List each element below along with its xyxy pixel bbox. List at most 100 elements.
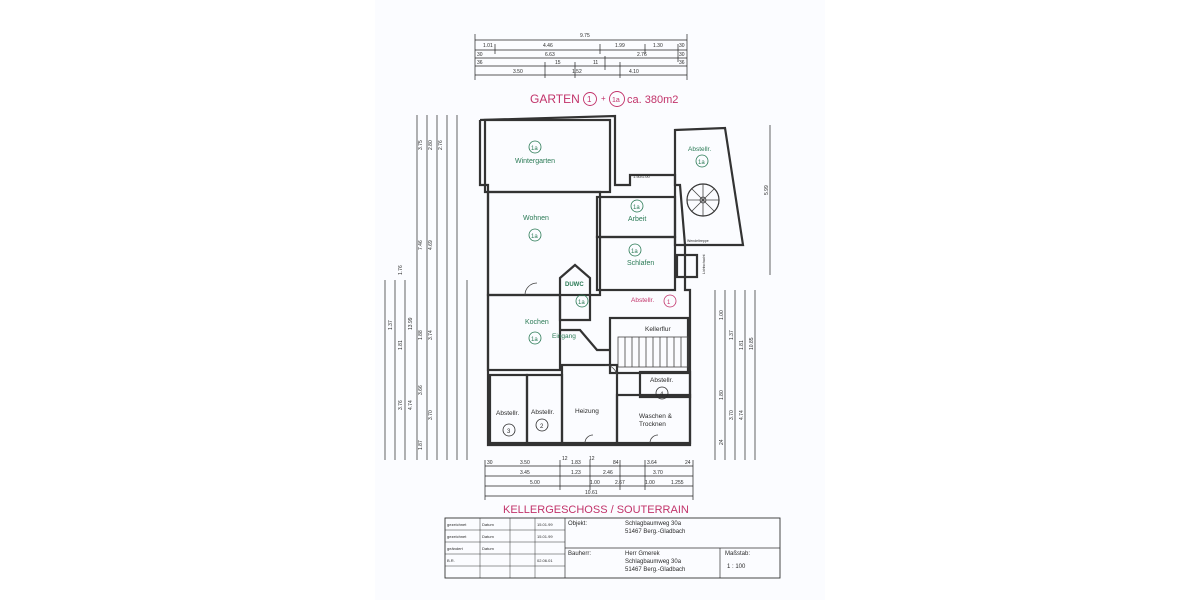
svg-text:3.70: 3.70	[653, 470, 663, 476]
svg-text:1.00: 1.00	[590, 480, 600, 486]
svg-text:24: 24	[719, 439, 725, 445]
svg-text:4.74: 4.74	[739, 410, 745, 420]
room-unit: 1a	[531, 146, 538, 152]
svg-text:gezeichnet: gezeichnet	[447, 534, 467, 539]
room-name: Trocknen	[639, 421, 666, 428]
scale-label: Maßstab:	[725, 551, 750, 557]
room-name: Waschen &	[639, 413, 673, 420]
room-name: Wohnen	[523, 215, 549, 222]
svg-text:1.76: 1.76	[398, 265, 404, 275]
svg-text:4.69: 4.69	[428, 240, 434, 250]
svg-text:1.00: 1.00	[645, 480, 655, 486]
drawing-title: KELLERGESCHOSS / SOUTERRAIN	[503, 504, 689, 516]
room-name: Abstellr.	[496, 410, 519, 417]
floor-plan-walls	[478, 114, 745, 447]
svg-text:2.80: 2.80	[428, 140, 434, 150]
drawing-sheet	[375, 0, 825, 600]
svg-text:3.75: 3.75	[418, 140, 424, 150]
svg-text:3.50: 3.50	[520, 460, 530, 466]
bottom-dimension-chains: 30 3.50 12 1.83 12 84 3.64 24 3.45 1.23 …	[484, 456, 694, 500]
svg-text:3.70: 3.70	[428, 410, 434, 420]
room-name: Kochen	[525, 319, 549, 326]
room-name: Wintergarten	[515, 158, 555, 165]
objekt-line: Schlagbaumweg 30a	[625, 521, 682, 527]
dim-top: 4.46	[543, 43, 553, 49]
svg-text:1.255: 1.255	[671, 480, 684, 486]
left-dimension-chains: 3.75 2.80 2.76 7.46 4.69 13.99 1.88 3.74…	[384, 115, 468, 460]
dim-top: 36	[477, 60, 483, 66]
door-dimension: 1.50/1.00	[633, 174, 650, 179]
svg-text:B.R.: B.R.	[447, 558, 455, 563]
room-unit: 2	[540, 424, 544, 430]
bauherr-line: Herr Gmerek	[625, 551, 661, 557]
room-name: Abstellr.	[631, 297, 654, 304]
scale-value: 1 : 100	[727, 564, 746, 570]
svg-text:2.46: 2.46	[603, 470, 613, 476]
room-name: DUWC	[565, 282, 584, 288]
svg-text:13.99: 13.99	[408, 317, 414, 330]
svg-text:1.83: 1.83	[571, 460, 581, 466]
svg-text:1.23: 1.23	[571, 470, 581, 476]
bauherr-line: Schlagbaumweg 30a	[625, 559, 682, 565]
bauherr-line: 51467 Berg.-Gladbach	[625, 567, 685, 573]
dim-top: 1.30	[653, 43, 663, 49]
dim-right-outer: 5.99	[764, 185, 770, 195]
dim-top: 11	[593, 60, 598, 66]
svg-text:1.80: 1.80	[719, 390, 725, 400]
room-unit: 1a	[631, 249, 638, 255]
dim-top: 1.01	[483, 43, 493, 49]
svg-text:gezeichnet: gezeichnet	[447, 522, 467, 527]
svg-text:GARTEN: GARTEN	[530, 92, 580, 106]
svg-text:1.88: 1.88	[418, 330, 424, 340]
svg-text:30: 30	[487, 460, 493, 466]
dim-top: 36	[679, 60, 685, 66]
svg-text:15.01.99: 15.01.99	[537, 522, 553, 527]
svg-text:5.00: 5.00	[530, 480, 540, 486]
dim-top: 2.76	[637, 52, 647, 58]
room-unit: 1a	[531, 337, 538, 343]
room-name: Heizung	[575, 408, 599, 415]
svg-text:15.01.99: 15.01.99	[537, 534, 553, 539]
top-dimension-chains: 9.75 1.01 4.46 1.99 1.30 30 30 6.63 2.76…	[474, 33, 688, 80]
svg-text:+: +	[601, 94, 606, 103]
svg-text:2.76: 2.76	[438, 140, 444, 150]
objekt-line: 51467 Berg.-Gladbach	[625, 529, 685, 535]
dim-top: 3.50	[513, 69, 523, 75]
svg-text:10.61: 10.61	[585, 490, 598, 496]
dim-top: 30	[679, 52, 685, 58]
dim-top: 15	[555, 60, 561, 66]
room-labels: 1a Wintergarten Abstellr. 1a Wohnen 1a 1…	[496, 140, 711, 437]
side-note: Lichtschacht	[702, 255, 706, 274]
garden-label: GARTEN 1 + 1a ca. 380m2	[530, 91, 678, 107]
svg-text:3.70: 3.70	[729, 410, 735, 420]
svg-text:3.66: 3.66	[418, 385, 424, 395]
svg-text:geändert: geändert	[447, 546, 464, 551]
svg-text:1.37: 1.37	[388, 320, 394, 330]
floor-plan-drawing: 9.75 1.01 4.46 1.99 1.30 30 30 6.63 2.76…	[384, 33, 781, 579]
room-name: Kellerflur	[645, 326, 671, 333]
svg-text:12: 12	[562, 456, 568, 462]
room-name: Abstellr.	[531, 409, 554, 416]
dim-top: 30	[679, 43, 685, 49]
room-unit: 1a	[531, 234, 538, 240]
svg-text:2.67: 2.67	[615, 480, 625, 486]
room-name: Arbeit	[628, 216, 646, 223]
svg-text:12: 12	[589, 456, 595, 462]
dim-top: 6.63	[545, 52, 555, 58]
room-name: Eingang	[552, 333, 576, 340]
stair-note: Wendeltreppe	[687, 239, 709, 243]
svg-text:Datum: Datum	[482, 546, 494, 551]
room-unit: 1	[667, 300, 671, 306]
room-unit: 4	[660, 392, 664, 398]
svg-text:02.06.01: 02.06.01	[537, 558, 553, 563]
svg-text:1.81: 1.81	[398, 340, 404, 350]
svg-text:3.76: 3.76	[398, 400, 404, 410]
room-unit: 1a	[633, 205, 640, 211]
svg-text:1.37: 1.37	[729, 330, 735, 340]
dim-top: 30	[477, 52, 483, 58]
svg-text:1.81: 1.81	[739, 340, 745, 350]
room-name: Abstellr.	[688, 146, 711, 153]
room-name: Abstellr.	[650, 377, 673, 384]
svg-text:10.85: 10.85	[749, 337, 755, 350]
svg-text:24: 24	[685, 460, 691, 466]
